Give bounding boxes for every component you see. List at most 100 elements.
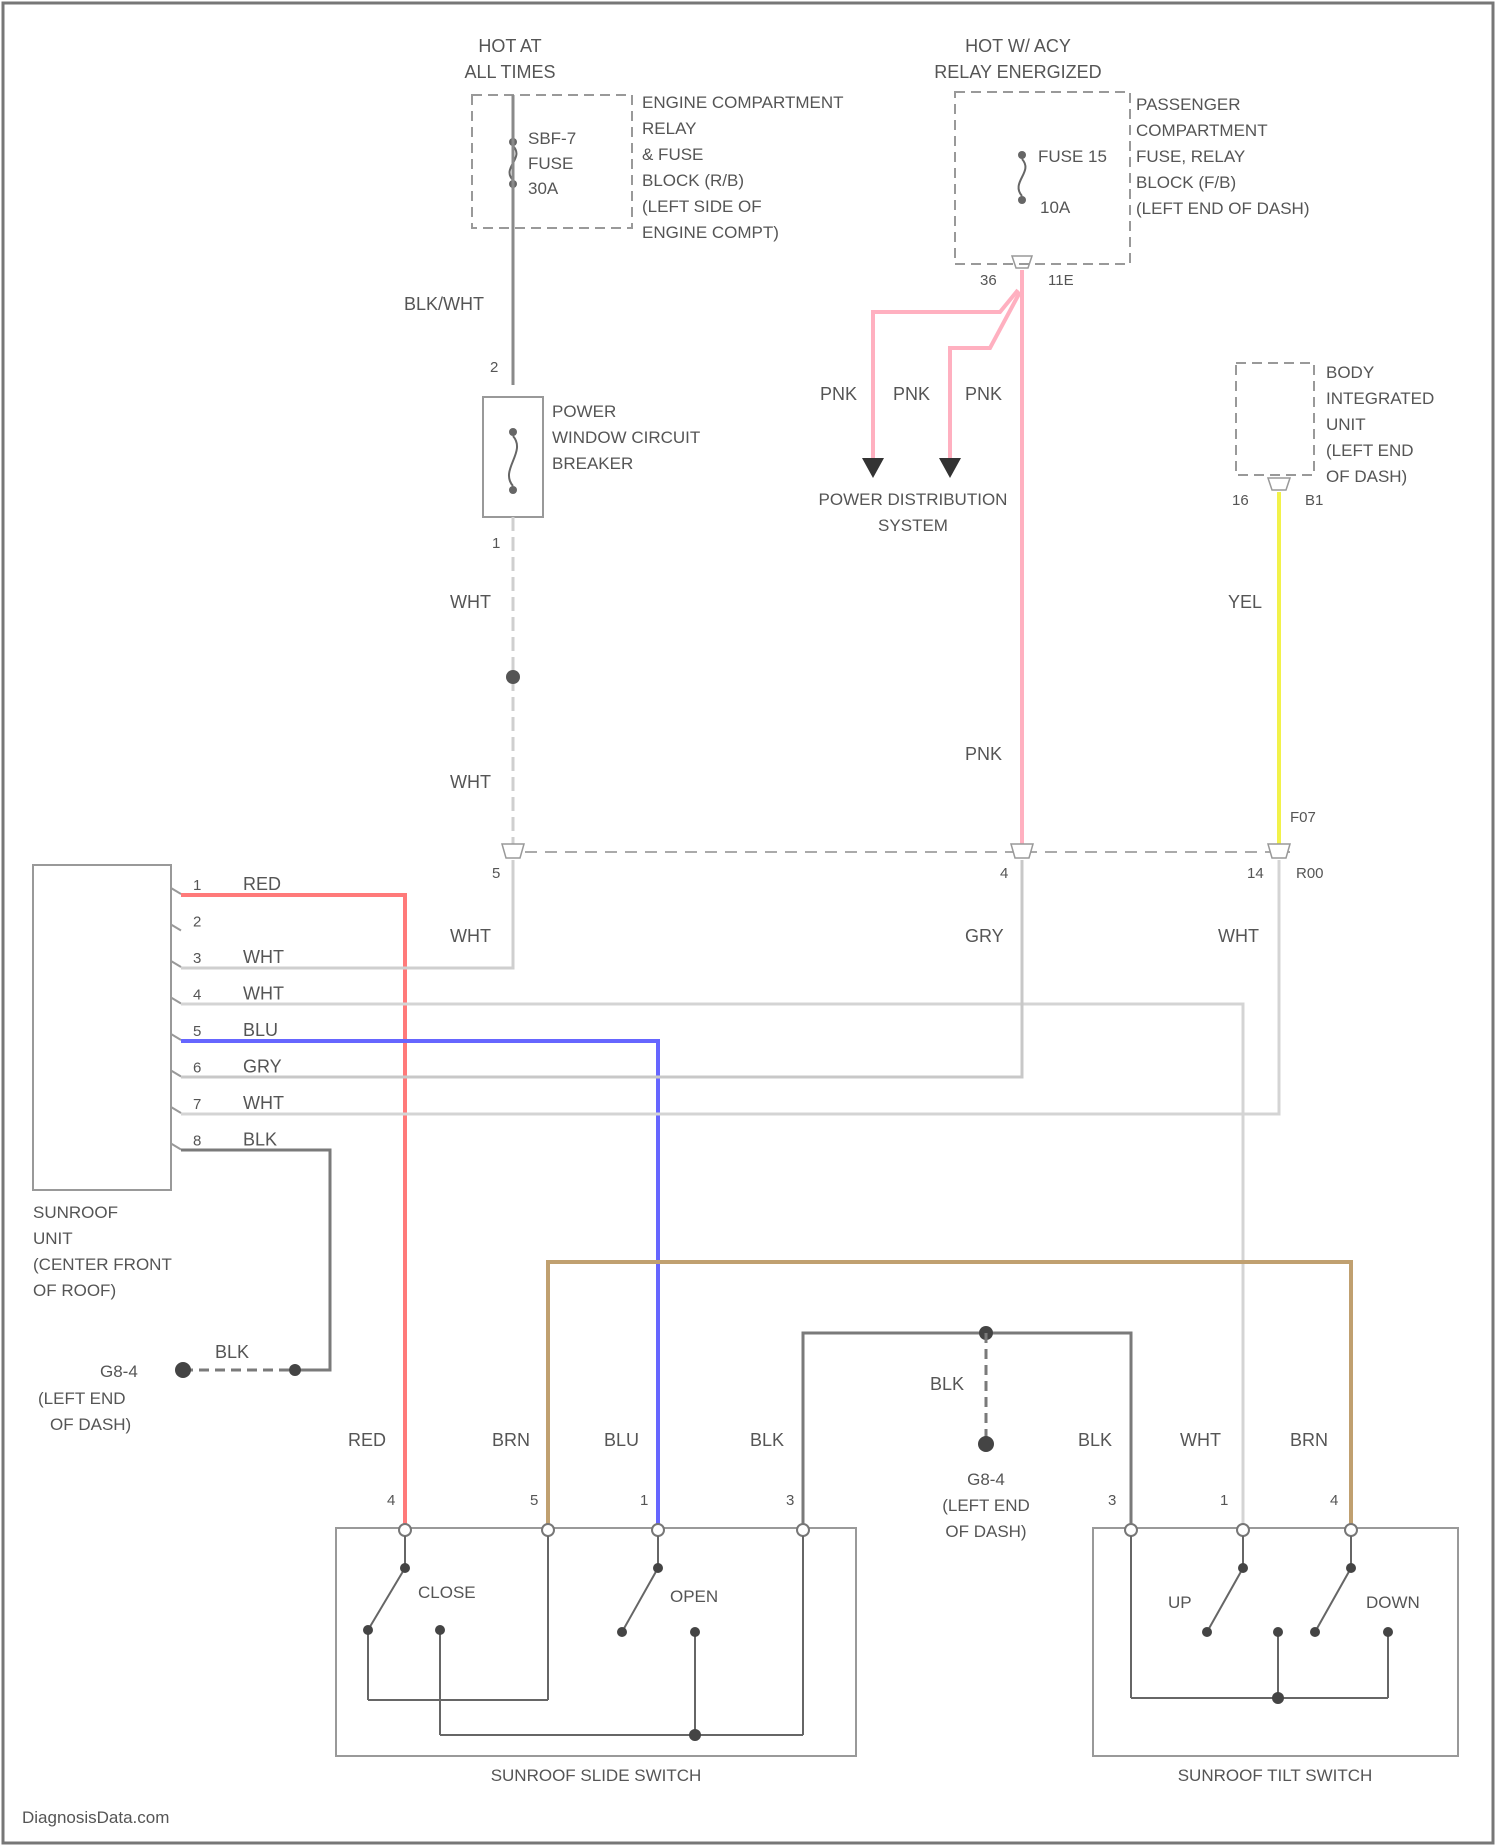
passenger-block-label-1: PASSENGER xyxy=(1136,95,1241,114)
power-distribution-label-1: POWER DISTRIBUTION xyxy=(819,490,1008,509)
fuse-sbf7-rating: 30A xyxy=(528,179,559,198)
slide-switch-pin-3: 3 xyxy=(786,1492,794,1509)
source-hot-at-all-times-line1: HOT AT xyxy=(478,36,541,56)
engine-block-label-4: BLOCK (R/B) xyxy=(642,171,744,190)
tilt-switch-down-label: DOWN xyxy=(1366,1593,1420,1612)
sunroof-unit-pin-number: 7 xyxy=(193,1096,201,1113)
power-window-circuit-breaker xyxy=(483,397,543,517)
source-hot-relay-line2: RELAY ENERGIZED xyxy=(934,62,1101,82)
slide-switch-close-label: CLOSE xyxy=(418,1583,476,1602)
ground-center-label-1: (LEFT END xyxy=(942,1496,1030,1515)
junction-connector-a: F07 xyxy=(1290,809,1316,826)
wire-label-blk-tilt: BLK xyxy=(1078,1430,1112,1450)
fuse-sbf7-name: SBF-7 xyxy=(528,129,576,148)
slide-switch-contacts xyxy=(363,1563,701,1741)
tilt-switch-terminals xyxy=(1125,1524,1357,1536)
sunroof-unit-pin-marker xyxy=(171,888,181,894)
slide-switch-open-label: OPEN xyxy=(670,1587,718,1606)
wire-label-red-slide: RED xyxy=(348,1430,386,1450)
sunroof-unit-pin-number: 2 xyxy=(193,914,201,931)
wire-label-brn-tilt: BRN xyxy=(1290,1430,1328,1450)
junction-connector-b: R00 xyxy=(1296,865,1324,882)
ground-center-id: G8-4 xyxy=(967,1470,1005,1489)
junction-connector-wht xyxy=(502,844,524,858)
biu-pin: 16 xyxy=(1232,492,1249,509)
passenger-block-pin-11e: 11E xyxy=(1048,272,1074,289)
sunroof-unit-label-3: (CENTER FRONT xyxy=(33,1255,172,1274)
arrow-power-distribution-2 xyxy=(939,458,961,478)
junction-connector-pnk xyxy=(1011,844,1033,858)
source-hot-at-all-times-line2: ALL TIMES xyxy=(464,62,555,82)
sunroof-unit-label-1: SUNROOF xyxy=(33,1203,118,1222)
engine-block-label-1: ENGINE COMPARTMENT xyxy=(642,93,844,112)
passenger-fuse-relay-block xyxy=(955,92,1130,264)
biu-connector-shape xyxy=(1268,478,1290,490)
sunroof-unit-pin-number: 1 xyxy=(193,877,201,894)
engine-block-label-3: & FUSE xyxy=(642,145,703,164)
sunroof-unit xyxy=(33,865,171,1190)
sunroof-unit-pin-wire-color: BLU xyxy=(243,1020,278,1040)
ground-left-id: G8-4 xyxy=(100,1362,138,1381)
splice-dot-ground-left xyxy=(289,1364,301,1376)
fuse-15-symbol xyxy=(1018,151,1026,204)
wire-label-wht-junction-14: WHT xyxy=(1218,926,1259,946)
sunroof-tilt-switch xyxy=(1093,1528,1458,1756)
splice-dot-wht xyxy=(506,670,520,684)
sunroof-unit-pin-number: 5 xyxy=(193,1023,201,1040)
ground-center-label-2: OF DASH) xyxy=(945,1522,1026,1541)
slide-switch-pin-4: 4 xyxy=(387,1492,395,1509)
biu-label-1: BODY xyxy=(1326,363,1374,382)
biu-connector: B1 xyxy=(1305,492,1323,509)
body-integrated-unit xyxy=(1236,363,1314,475)
sunroof-unit-label-2: UNIT xyxy=(33,1229,73,1248)
junction-connector-yel xyxy=(1268,844,1290,858)
wire-pnk-branch-2 xyxy=(950,292,1020,460)
sunroof-unit-pin-marker xyxy=(171,1071,181,1077)
breaker-label-1: POWER xyxy=(552,402,616,421)
slide-switch-name: SUNROOF SLIDE SWITCH xyxy=(491,1766,702,1785)
sunroof-unit-pin-number: 6 xyxy=(193,1060,201,1077)
junction-pin-5: 5 xyxy=(492,865,500,882)
sunroof-unit-label-4: OF ROOF) xyxy=(33,1281,116,1300)
fuse-15-name: FUSE 15 xyxy=(1038,147,1107,166)
sunroof-unit-pin-marker xyxy=(171,961,181,967)
wire-label-yel: YEL xyxy=(1228,592,1262,612)
wire-label-blk-wht: BLK/WHT xyxy=(404,294,484,314)
biu-label-3: UNIT xyxy=(1326,415,1366,434)
wire-label-brn-slide: BRN xyxy=(492,1430,530,1450)
sunroof-unit-pin-wire-color: GRY xyxy=(243,1057,282,1077)
breaker-label-3: BREAKER xyxy=(552,454,633,473)
junction-pin-14: 14 xyxy=(1247,865,1264,882)
breaker-label-2: WINDOW CIRCUIT xyxy=(552,428,700,447)
tilt-switch-up-label: UP xyxy=(1168,1593,1192,1612)
wire-label-pnk-2: PNK xyxy=(893,384,930,404)
tilt-switch-contacts xyxy=(1202,1563,1393,1704)
tilt-switch-name: SUNROOF TILT SWITCH xyxy=(1178,1766,1373,1785)
arrow-power-distribution-1 xyxy=(862,458,884,478)
sunroof-unit-pin-wire-color: WHT xyxy=(243,947,284,967)
wire-label-pnk-1: PNK xyxy=(820,384,857,404)
source-hot-relay-line1: HOT W/ ACY xyxy=(965,36,1071,56)
sunroof-unit-pin-number: 3 xyxy=(193,950,201,967)
ground-left-label-1: (LEFT END xyxy=(38,1389,126,1408)
wire-label-wht-tilt: WHT xyxy=(1180,1430,1221,1450)
circuit-breaker-symbol xyxy=(509,428,517,494)
wire-label-gry-junction-4: GRY xyxy=(965,926,1004,946)
sunroof-unit-pin-wire-color: RED xyxy=(243,874,281,894)
passenger-block-pin-36: 36 xyxy=(980,272,997,289)
wire-label-blk-slide: BLK xyxy=(750,1430,784,1450)
sunroof-unit-pin-marker xyxy=(171,1107,181,1113)
wire-blk-pin8-to-ground xyxy=(181,1150,330,1370)
sunroof-unit-pin-wire-color: WHT xyxy=(243,1093,284,1113)
sunroof-unit-pin-marker xyxy=(171,998,181,1004)
slide-switch-pin-5: 5 xyxy=(530,1492,538,1509)
wire-label-blk-ground-left: BLK xyxy=(215,1342,249,1362)
sunroof-unit-pin-marker xyxy=(171,1034,181,1040)
ground-terminal-left xyxy=(175,1362,191,1378)
wire-label-blu-slide: BLU xyxy=(604,1430,639,1450)
slide-switch-pin-1: 1 xyxy=(640,1492,648,1509)
ground-left-label-2: OF DASH) xyxy=(50,1415,131,1434)
slide-switch-terminals xyxy=(399,1524,809,1536)
